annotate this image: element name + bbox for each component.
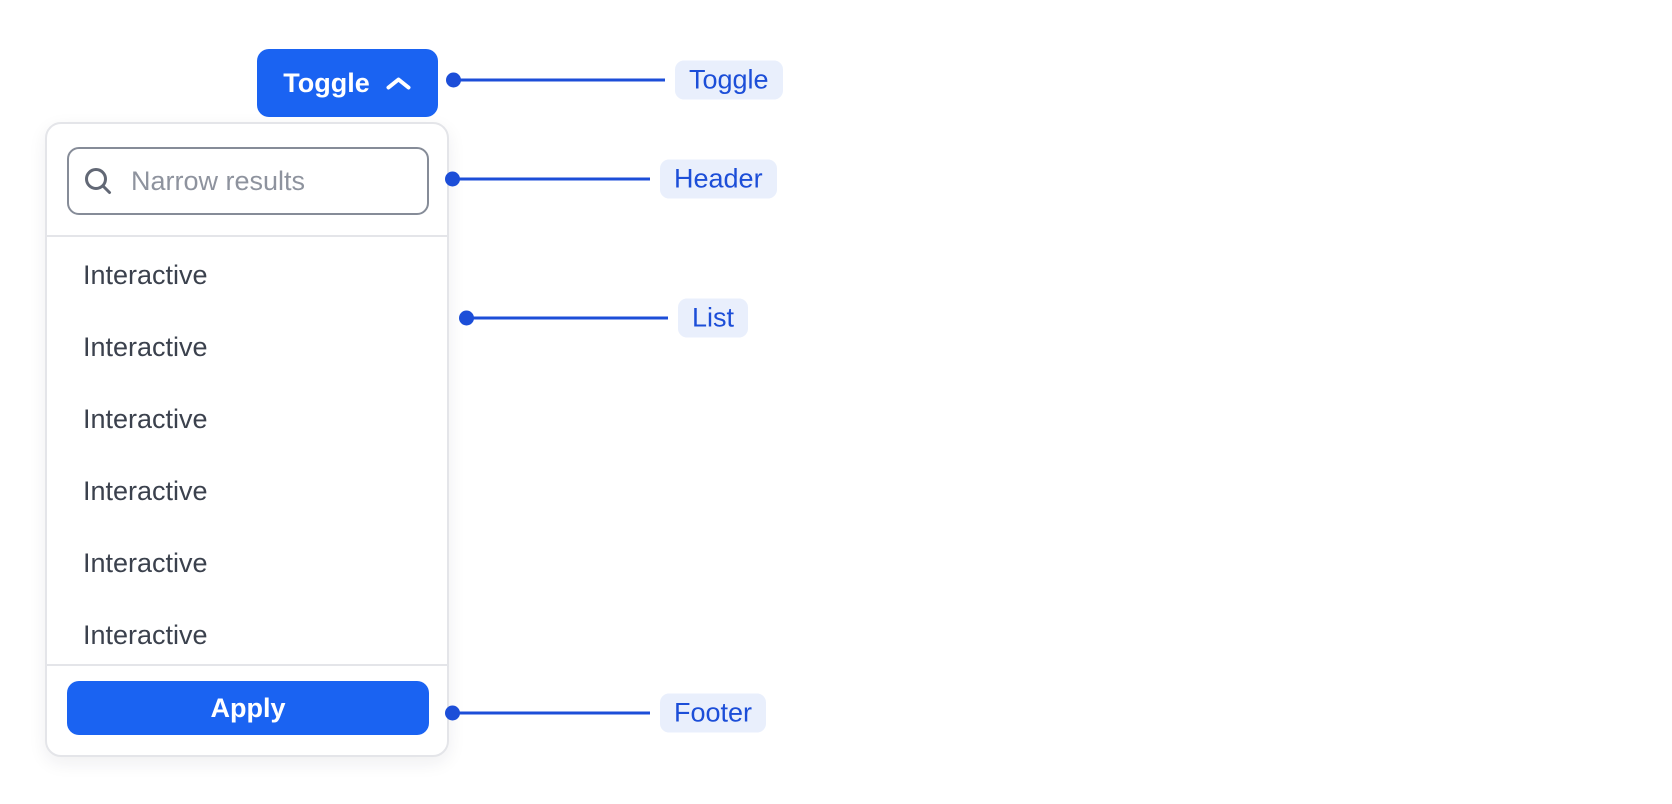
callout-line xyxy=(473,316,668,320)
callout-footer: Footer xyxy=(445,693,767,733)
callout-line xyxy=(459,177,650,181)
list-item[interactable]: Interactive xyxy=(83,259,208,290)
dropdown-footer: Apply xyxy=(47,664,447,755)
callout-label-badge: List xyxy=(678,298,749,338)
callout-header: Header xyxy=(445,159,777,199)
callout-label-badge: Toggle xyxy=(675,60,783,100)
list-item[interactable]: Interactive xyxy=(83,331,208,362)
callout-toggle: Toggle xyxy=(446,60,783,100)
callout-list: List xyxy=(459,298,749,338)
callout-dot xyxy=(459,310,474,326)
apply-button[interactable]: Apply xyxy=(67,681,429,735)
list-item[interactable]: Interactive xyxy=(83,547,208,578)
list-item[interactable]: Interactive xyxy=(83,403,208,434)
search-input[interactable] xyxy=(67,147,429,215)
toggle-button[interactable]: Toggle xyxy=(257,49,438,117)
dropdown-header xyxy=(47,124,447,237)
list-item[interactable]: Interactive xyxy=(83,475,208,506)
callout-line xyxy=(459,711,650,715)
search-box xyxy=(67,147,429,215)
dropdown-panel: InteractiveInteractiveInteractiveInterac… xyxy=(45,122,449,757)
list-item[interactable]: Interactive xyxy=(83,619,208,650)
callout-line xyxy=(460,78,665,82)
chevron-up-icon xyxy=(385,75,412,92)
toggle-button-label: Toggle xyxy=(283,67,370,98)
callout-dot xyxy=(446,72,461,88)
callout-label-badge: Header xyxy=(660,159,777,199)
callout-label-badge: Footer xyxy=(660,693,767,733)
